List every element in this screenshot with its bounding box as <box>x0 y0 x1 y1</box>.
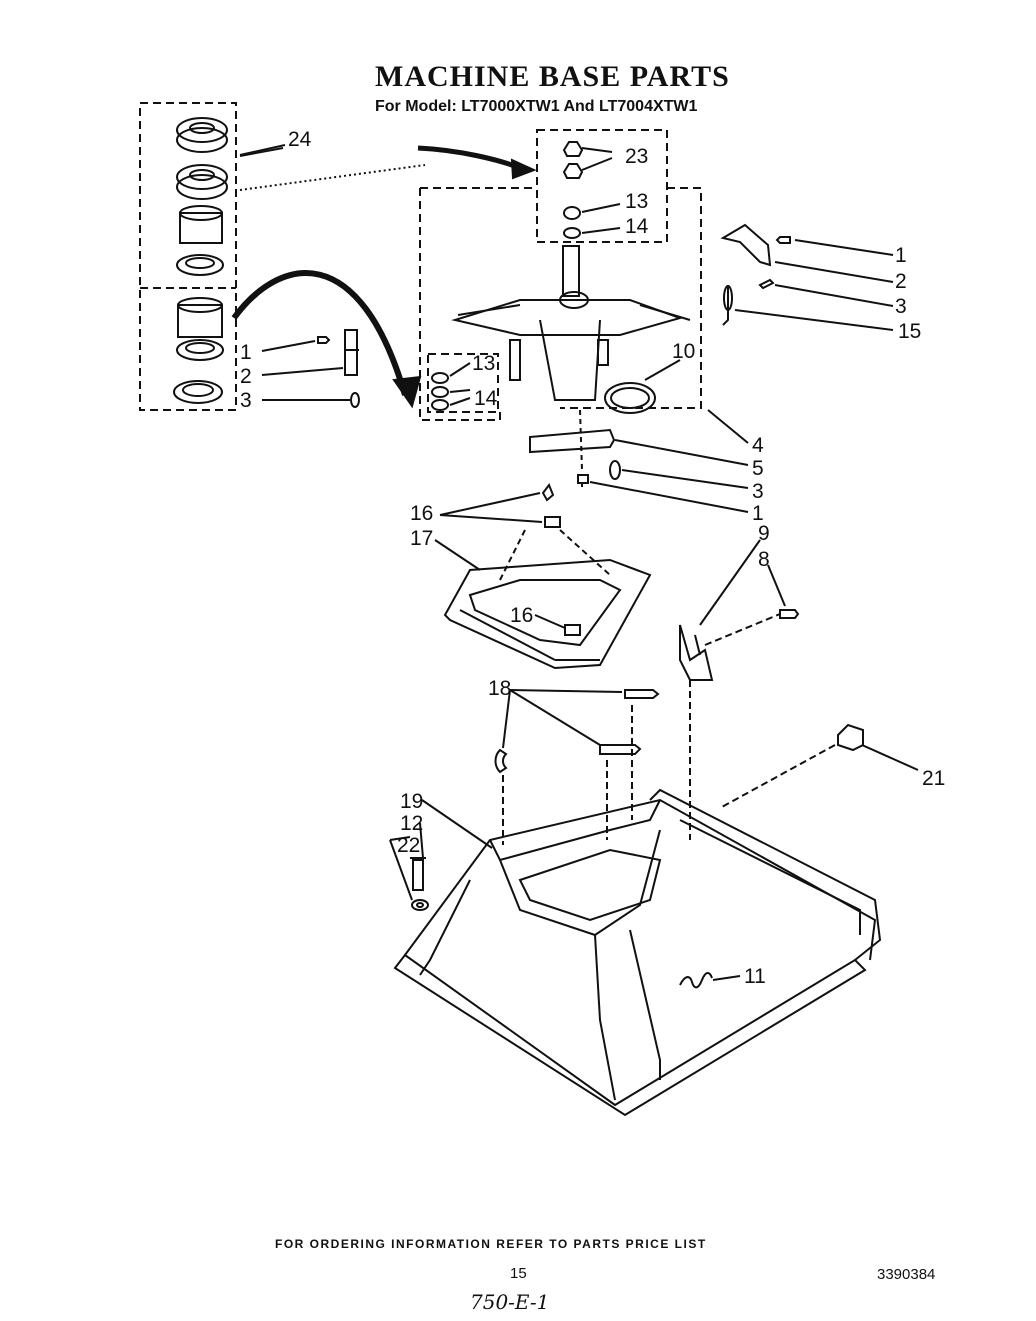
callout-3-left: 3 <box>240 389 252 412</box>
callout-19: 19 <box>400 790 423 813</box>
page-title: MACHINE BASE PARTS <box>375 60 730 93</box>
callout-13-top: 13 <box>625 190 648 213</box>
callout-3-right: 3 <box>895 295 907 318</box>
callout-8: 8 <box>758 548 770 571</box>
callout-14-top: 14 <box>625 215 649 238</box>
callout-22: 22 <box>397 834 420 857</box>
callout-13-lower: 13 <box>472 352 495 375</box>
model-subtitle: For Model: LT7000XTW1 And LT7004XTW1 <box>375 98 698 115</box>
callout-14-lower: 14 <box>474 387 498 410</box>
bearing-kit-group <box>139 102 237 411</box>
transmission-assembly <box>451 245 691 401</box>
callout-1-mid: 1 <box>752 502 764 525</box>
callout-1-right: 1 <box>895 244 907 267</box>
ordering-note: FOR ORDERING INFORMATION REFER TO PARTS … <box>275 1237 707 1251</box>
callout-16-lower: 16 <box>510 604 533 627</box>
tub-support-frame <box>443 558 652 670</box>
callout-24: 24 <box>288 128 312 151</box>
page-number: 15 <box>510 1265 527 1282</box>
machine-base-frame <box>393 788 882 1117</box>
callout-2-right: 2 <box>895 270 907 293</box>
callout-12: 12 <box>400 812 423 835</box>
handwritten-note: 750-E-1 <box>470 1290 550 1314</box>
callout-21: 21 <box>922 767 945 790</box>
callout-18: 18 <box>488 677 511 700</box>
callout-17: 17 <box>410 527 433 550</box>
callout-11: 11 <box>744 965 766 988</box>
callout-23: 23 <box>625 145 648 168</box>
callout-5: 5 <box>752 457 764 480</box>
callout-labels: 24 23 13 14 1 2 3 15 1 2 3 13 14 10 4 5 … <box>240 128 945 988</box>
callout-1-left: 1 <box>240 341 252 364</box>
callout-2-left: 2 <box>240 365 252 388</box>
callout-4: 4 <box>752 434 764 457</box>
callout-10: 10 <box>672 340 695 363</box>
callout-3-mid: 3 <box>752 480 764 503</box>
callout-16-top: 16 <box>410 502 433 525</box>
document-number: 3390384 <box>877 1266 936 1283</box>
callout-9: 9 <box>758 522 770 545</box>
drive-bell-kit-group <box>536 129 668 243</box>
callout-15: 15 <box>898 320 921 343</box>
